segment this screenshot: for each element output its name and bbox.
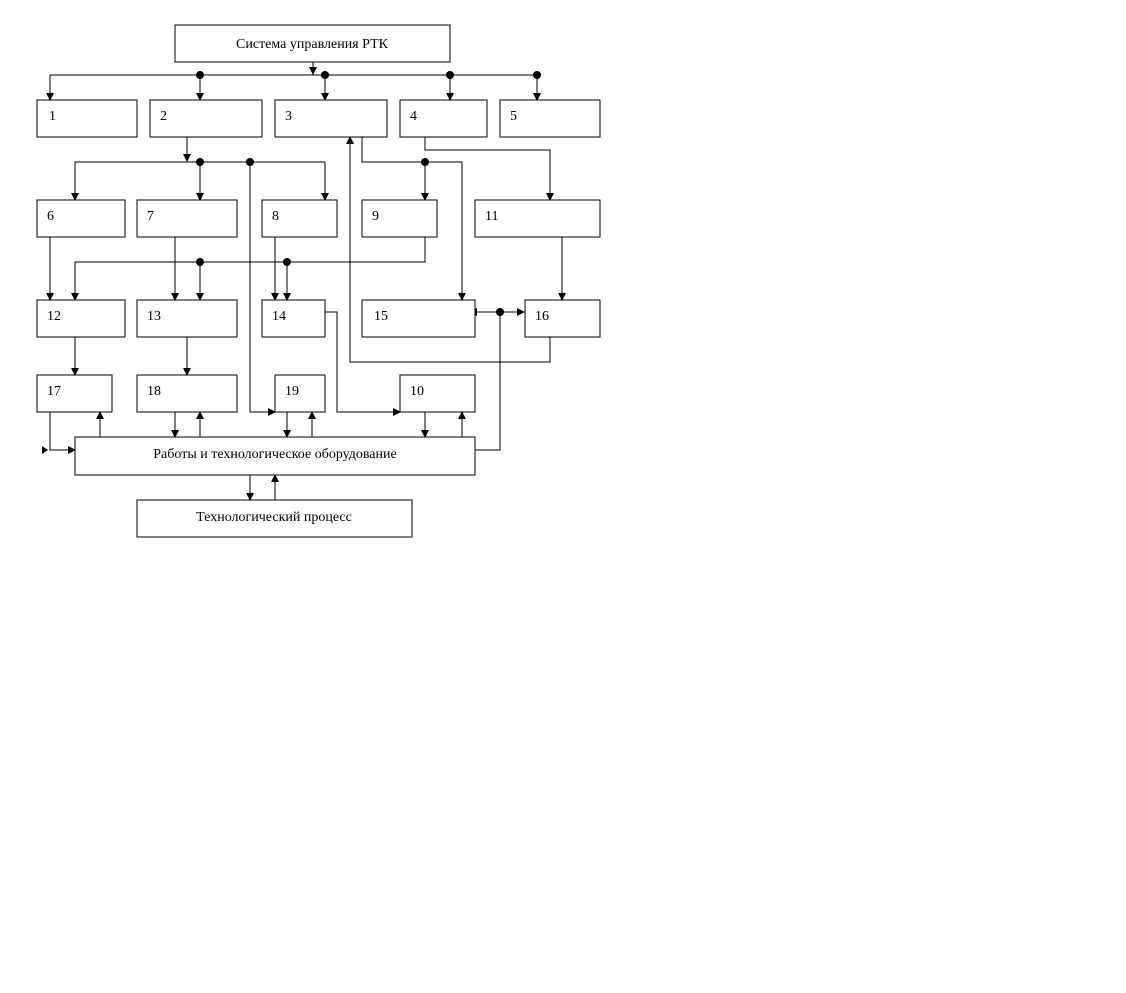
block-17: 17 <box>36 374 113 413</box>
block-13: 13 <box>136 299 238 338</box>
svg-text:13: 13 <box>147 309 161 324</box>
block-4: 4 <box>399 99 488 138</box>
svg-text:Технологический процесс: Технологический процесс <box>196 510 352 525</box>
svg-text:8: 8 <box>272 209 279 224</box>
block-9: 9 <box>361 199 438 238</box>
svg-text:18: 18 <box>147 384 161 399</box>
junction-dots <box>196 71 541 316</box>
connections <box>42 62 566 501</box>
svg-text:19: 19 <box>285 384 299 399</box>
svg-text:1: 1 <box>49 109 56 124</box>
block-process: Технологический процесс <box>136 499 413 538</box>
svg-text:2: 2 <box>160 109 167 124</box>
block-1: 1 <box>36 99 138 138</box>
svg-text:4: 4 <box>410 109 417 124</box>
svg-text:Работы и технологическое обору: Работы и технологическое оборудование <box>153 447 396 462</box>
block-12: 12 <box>36 299 126 338</box>
block-equipment: Работы и технологическое оборудование <box>74 436 476 476</box>
block-3: 3 <box>274 99 388 138</box>
block-5: 5 <box>499 99 601 138</box>
block-11: 11 <box>474 199 601 238</box>
block-16: 16 <box>524 299 601 338</box>
svg-text:11: 11 <box>485 209 498 224</box>
svg-text:14: 14 <box>272 309 286 324</box>
svg-text:15: 15 <box>374 309 388 324</box>
svg-text:9: 9 <box>372 209 379 224</box>
block-14: 14 <box>261 299 326 338</box>
svg-text:12: 12 <box>47 309 61 324</box>
block-2: 2 <box>149 99 263 138</box>
block-19: 19 <box>274 374 326 413</box>
svg-text:16: 16 <box>535 309 549 324</box>
svg-text:3: 3 <box>285 109 292 124</box>
block-18: 18 <box>136 374 238 413</box>
svg-text:10: 10 <box>410 384 424 399</box>
svg-text:17: 17 <box>47 384 61 399</box>
svg-text:6: 6 <box>47 209 54 224</box>
block-15: 15 <box>361 299 476 338</box>
svg-text:5: 5 <box>510 109 517 124</box>
block-7: 7 <box>136 199 238 238</box>
svg-text:7: 7 <box>147 209 154 224</box>
block-6: 6 <box>36 199 126 238</box>
block-8: 8 <box>261 199 338 238</box>
block-10: 10 <box>399 374 476 413</box>
svg-text:Система управления РТК: Система управления РТК <box>236 37 389 52</box>
block-top: Система управления РТК <box>174 24 451 63</box>
